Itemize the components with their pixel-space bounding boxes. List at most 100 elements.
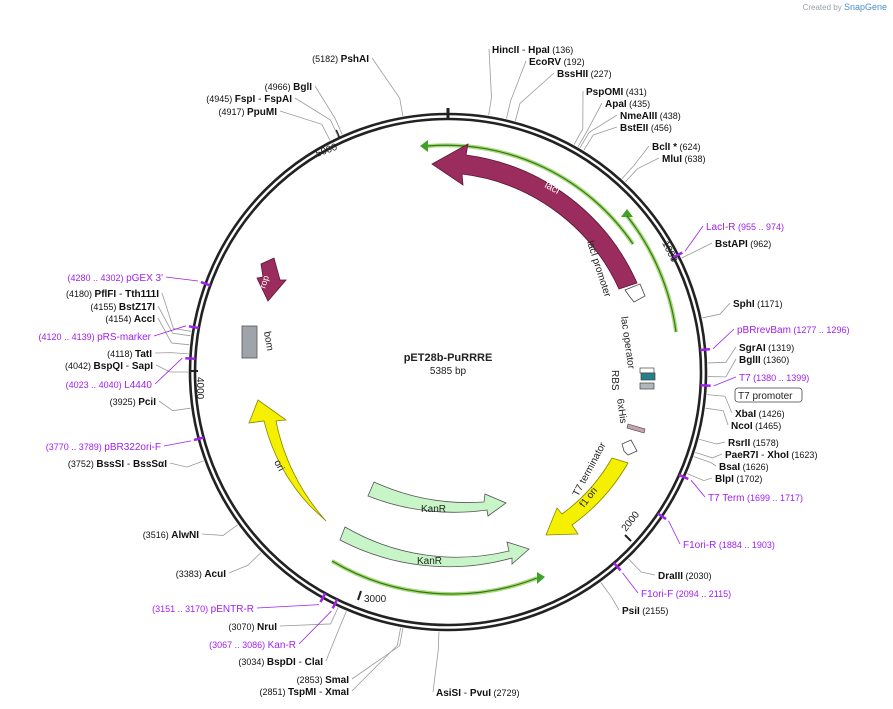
enzyme-site-label: (4180) PflFI - Tth111I bbox=[66, 289, 159, 300]
enzyme-leader-line bbox=[699, 438, 726, 445]
enzyme-leader-line bbox=[169, 460, 204, 468]
enzyme-site-label: (4042) BspQI - SapI bbox=[65, 361, 153, 372]
enzyme-leader-line bbox=[577, 102, 603, 148]
tick-label-2000: 2000 bbox=[620, 509, 643, 534]
enzyme-label-part: - bbox=[123, 361, 132, 372]
enzyme-label-part: (1319) bbox=[766, 343, 795, 353]
enzyme-label-part: PaeR7I bbox=[725, 450, 759, 461]
enzyme-site-label: (3925) PciI bbox=[110, 397, 157, 408]
enzyme-site-label: DraIII (2030) bbox=[658, 571, 712, 582]
primer-label-part: (2094 .. 2115) bbox=[673, 589, 731, 599]
snapgene-credit: Created by SnapGene bbox=[803, 2, 887, 12]
primer-site-mark bbox=[319, 592, 327, 603]
primer-site-label: T7 (1380 .. 1399) bbox=[739, 373, 809, 384]
primer-label-part: F1ori-F bbox=[641, 589, 673, 600]
enzyme-label-part: (3752) bbox=[68, 459, 97, 469]
primer-label-part: (3770 .. 3789) bbox=[46, 442, 105, 452]
primer-leader-line bbox=[298, 610, 332, 645]
primer-leader-line bbox=[154, 357, 183, 385]
primer-label-part: (1380 .. 1399) bbox=[751, 373, 810, 383]
enzyme-leader-line bbox=[325, 611, 347, 662]
enzyme-label-part: SgrAI bbox=[739, 343, 766, 354]
enzyme-leader-line bbox=[707, 346, 737, 364]
tick-label-4000: 4000 bbox=[194, 377, 205, 400]
primer-site-label: (4023 .. 4040) L4440 bbox=[66, 380, 153, 391]
enzyme-site-label: (5182) PshAI bbox=[312, 54, 369, 65]
enzyme-label-part: BspDI bbox=[267, 657, 296, 668]
enzyme-leader-line bbox=[621, 145, 650, 180]
enzyme-label-part: EcoRV bbox=[529, 57, 561, 68]
enzyme-label-part: NcoI bbox=[731, 421, 753, 432]
primer-leader-line bbox=[690, 479, 706, 498]
primer-label-part: pENTR-R bbox=[211, 604, 254, 615]
primer-label-part: T7 bbox=[739, 373, 751, 384]
primer-site-mark bbox=[700, 383, 711, 388]
primer-labels: LacI-R (955 .. 974)pBRrevBam (1277 .. 12… bbox=[39, 222, 850, 651]
primer-site-label: (3151 .. 3170) pENTR-R bbox=[152, 604, 254, 615]
primer-label-part: pBR322ori-F bbox=[104, 442, 161, 453]
primer-site-mark bbox=[185, 356, 196, 361]
primer-site-label: (4120 .. 4139) pRS-marker bbox=[39, 332, 152, 343]
kanR-arrow-1 bbox=[367, 481, 507, 517]
enzyme-label-part: SmaI bbox=[325, 675, 349, 686]
enzyme-site-label: AsiSI - PvuI (2729) bbox=[436, 688, 520, 699]
enzyme-label-part: XmaI bbox=[325, 687, 349, 698]
primer-label-part: F1ori-R bbox=[683, 540, 716, 551]
enzyme-label-part: (962) bbox=[748, 239, 772, 249]
primer-site-label: LacI-R (955 .. 974) bbox=[706, 222, 784, 233]
enzyme-label-part: TspMI bbox=[288, 687, 316, 698]
kanR-label-2: KanR bbox=[417, 556, 442, 567]
enzyme-label-part: (1426) bbox=[756, 409, 785, 419]
enzyme-label-part: BglII bbox=[739, 355, 761, 366]
enzyme-label-part: FspAI bbox=[264, 94, 292, 105]
enzyme-label-part: AccI bbox=[134, 314, 155, 325]
enzyme-label-part: DraIII bbox=[658, 571, 683, 582]
enzyme-site-label: BsaI (1626) bbox=[719, 462, 769, 473]
enzyme-label-part: AsiSI bbox=[436, 688, 461, 699]
enzyme-leader-line bbox=[154, 352, 189, 355]
enzyme-label-part: - bbox=[255, 94, 264, 105]
primer-leader-line bbox=[622, 572, 639, 594]
enzyme-site-label: BlpI (1702) bbox=[715, 474, 762, 485]
enzyme-leader-line bbox=[294, 97, 339, 137]
enzyme-label-part: (2729) bbox=[491, 688, 520, 698]
enzyme-leader-line bbox=[687, 473, 713, 482]
primer-label-part: pBRrevBam bbox=[737, 325, 791, 336]
enzyme-site-label: PspOMI (431) bbox=[586, 87, 647, 98]
enzyme-leader-line bbox=[155, 364, 188, 373]
enzyme-label-part: HpaI bbox=[528, 45, 550, 56]
enzyme-leader-line bbox=[695, 451, 723, 459]
enzyme-label-part: (4945) bbox=[206, 94, 235, 104]
primer-site-label: (3067 .. 3086) Kan-R bbox=[209, 640, 296, 651]
enzyme-site-label: (4966) BglI bbox=[265, 82, 313, 93]
enzyme-label-part: NruI bbox=[257, 622, 277, 633]
enzyme-leader-line bbox=[371, 57, 404, 117]
enzyme-leader-line bbox=[488, 48, 492, 116]
lac-operator-box bbox=[639, 367, 655, 374]
enzyme-site-label: (4155) BstZ17I bbox=[90, 302, 155, 313]
enzyme-leader-line bbox=[579, 114, 618, 149]
enzyme-label-part: HincII bbox=[492, 45, 519, 56]
enzyme-label-part: (4118) bbox=[107, 349, 135, 359]
enzyme-label-part: (3383) bbox=[176, 569, 205, 579]
primer-site-mark bbox=[613, 562, 622, 572]
enzyme-leader-line bbox=[506, 60, 527, 119]
lac-operator-label: lac operator bbox=[618, 316, 636, 370]
enzyme-label-part: Tth111I bbox=[125, 289, 159, 300]
enzyme-label-part: PflFI bbox=[95, 289, 117, 300]
snapgene-logo: SnapGene bbox=[843, 2, 887, 12]
enzyme-label-part: (2851) bbox=[260, 687, 289, 697]
enzyme-label-part: SphI bbox=[733, 299, 755, 310]
enzyme-label-part: (1171) bbox=[755, 299, 783, 309]
enzyme-leader-line bbox=[351, 627, 402, 692]
primer-site-mark bbox=[200, 280, 211, 287]
primer-label-part: (3067 .. 3086) bbox=[209, 640, 268, 650]
enzyme-label-part: AcuI bbox=[204, 569, 226, 580]
enzyme-leader-lines bbox=[154, 48, 737, 693]
enzyme-site-label: NmeAIII (438) bbox=[620, 111, 681, 122]
enzyme-leader-line bbox=[600, 582, 620, 611]
enzyme-leader-line bbox=[314, 85, 343, 135]
primer-label-part: (955 .. 974) bbox=[735, 222, 784, 232]
enzyme-label-part: XhoI bbox=[767, 450, 789, 461]
enzyme-label-part: (438) bbox=[657, 111, 681, 121]
